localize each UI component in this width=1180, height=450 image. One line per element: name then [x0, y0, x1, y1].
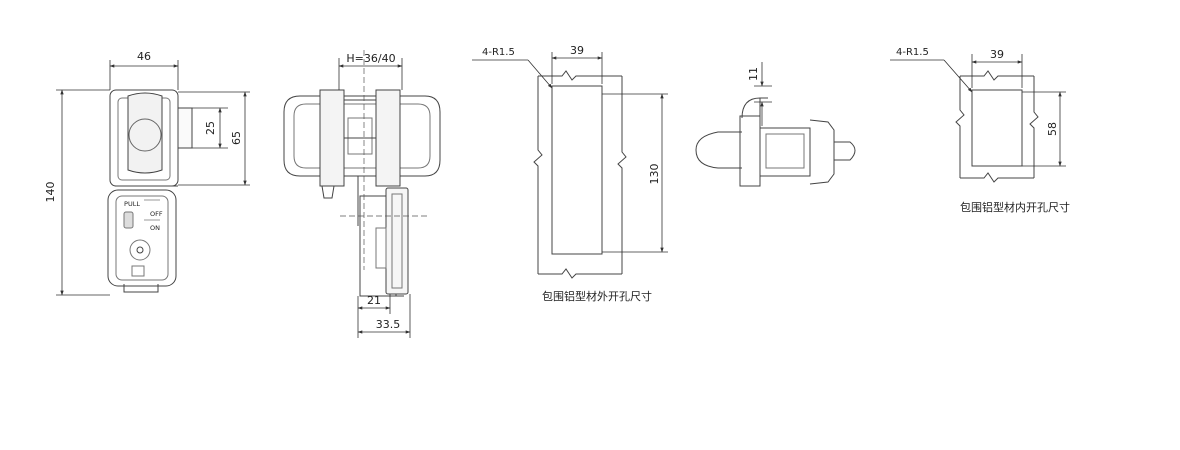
dim-25: 25 — [204, 121, 217, 135]
outer-cutout-right — [617, 76, 627, 274]
inner-dimensions — [890, 54, 1066, 167]
dim-11: 11 — [747, 67, 760, 81]
dim-46: 46 — [137, 50, 151, 63]
dim-140: 140 — [44, 182, 57, 203]
dim-39-inner: 39 — [990, 48, 1004, 61]
off-label: OFF — [150, 210, 163, 218]
dim-21: 21 — [367, 294, 381, 307]
side-view — [283, 89, 441, 297]
dim-58: 58 — [1046, 122, 1059, 136]
leader-r15-outer — [527, 59, 553, 89]
dim-65: 65 — [230, 131, 243, 145]
side-centerlines — [340, 50, 430, 270]
outer-cutout-left — [533, 76, 543, 274]
side-handle-outer — [283, 95, 441, 177]
outer-cutout — [533, 70, 627, 279]
top-view — [695, 97, 856, 187]
inner-cutout — [955, 70, 1039, 183]
dim-39-outer: 39 — [570, 44, 584, 57]
radius-label-inner: 4-R1.5 — [896, 47, 929, 58]
outer-cutout-caption: 包围铝型材外开孔尺寸 — [542, 289, 652, 303]
top-view-knob — [695, 131, 742, 169]
dim-130: 130 — [648, 164, 661, 185]
inner-cutout-caption: 包围铝型材内开孔尺寸 — [960, 200, 1070, 214]
front-dimensions — [56, 60, 250, 296]
inner-cutout-left — [955, 76, 965, 178]
leader-r15-inner — [943, 59, 973, 93]
dim-33-5: 33.5 — [376, 318, 401, 331]
pull-label: PULL — [124, 200, 140, 208]
on-label: ON — [150, 224, 160, 232]
outer-cutout-opening — [551, 85, 603, 255]
top-dimensions — [754, 62, 772, 126]
side-dimensions — [338, 58, 411, 338]
inner-cutout-right — [1029, 76, 1039, 178]
outer-dimensions — [472, 52, 668, 253]
radius-label-outer: 4-R1.5 — [482, 47, 515, 58]
lock-body — [107, 189, 177, 287]
inner-cutout-opening — [971, 89, 1023, 167]
lever-handle — [127, 92, 163, 174]
front-view — [107, 89, 193, 293]
dim-h: H=36/40 — [346, 52, 395, 65]
